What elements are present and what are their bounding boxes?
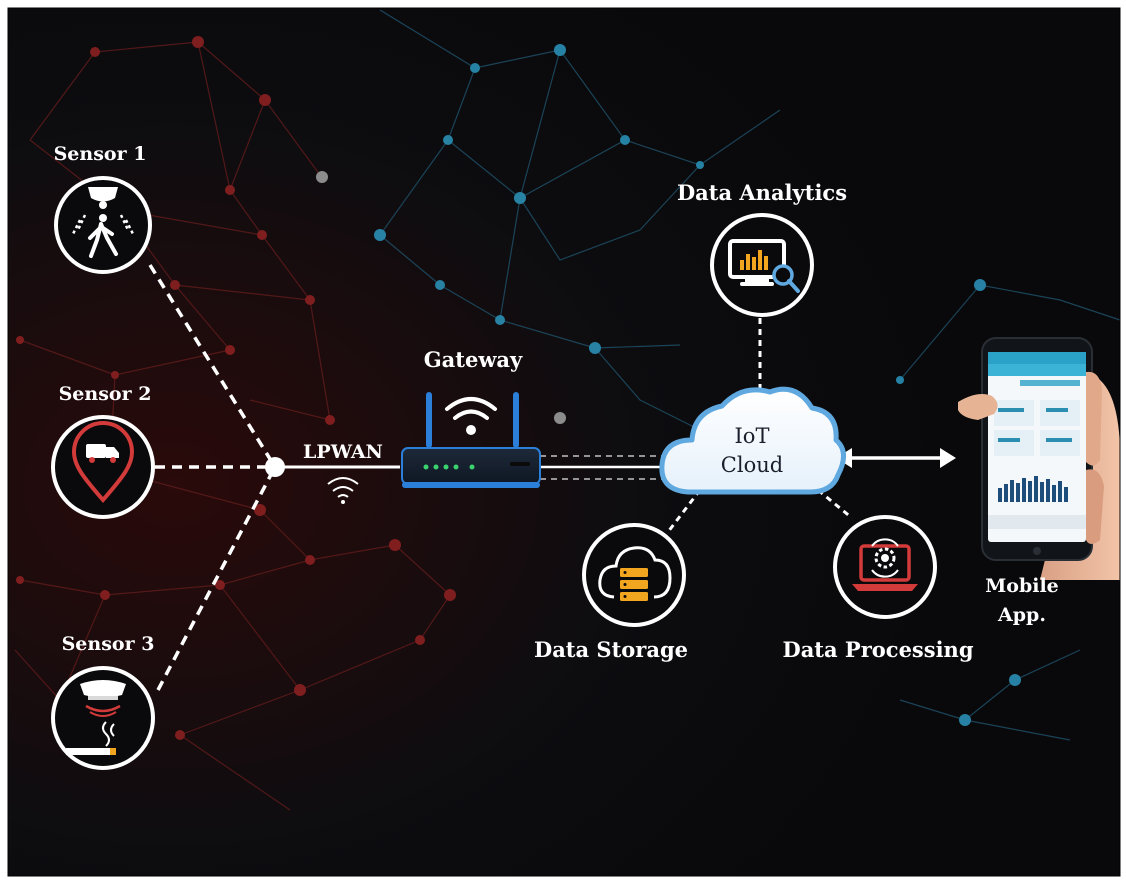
wifi-router-icon — [401, 392, 541, 488]
smartphone-in-hand-icon — [958, 337, 1121, 580]
background — [8, 8, 1120, 876]
wifi-signal-icon — [327, 477, 359, 504]
lpwan-hub — [265, 457, 285, 477]
iot-cloud: IoT Cloud — [659, 386, 846, 495]
smoke-detector-icon — [66, 680, 126, 755]
iot-cloud-label-line1: IoT — [735, 424, 770, 448]
data-processing-label: Data Processing — [782, 637, 973, 662]
mobile-app-label-line2: App. — [997, 604, 1046, 626]
mobile-app-label-line1: Mobile — [985, 575, 1059, 597]
sensor1-link — [148, 264, 277, 468]
mobile-app: Mobile App. — [958, 337, 1121, 626]
lpwan-label: LPWAN — [303, 441, 383, 463]
cloud-icon — [659, 386, 846, 495]
background-network — [14, 9, 1121, 811]
processing-link — [817, 488, 853, 520]
data-processing: Data Processing — [782, 515, 974, 662]
storage-link — [666, 489, 702, 533]
data-analytics: Data Analytics — [677, 180, 847, 317]
connections — [148, 264, 956, 691]
sensor3-circle — [51, 666, 155, 770]
gateway: Gateway — [401, 347, 541, 488]
data-storage: Data Storage — [534, 523, 688, 662]
arrow-right-head — [940, 448, 956, 468]
sensor3-label: Sensor 3 — [62, 633, 155, 655]
gear-laptop-icon — [852, 538, 918, 591]
data-analytics-label: Data Analytics — [677, 180, 847, 205]
analytics-monitor-icon — [728, 239, 800, 293]
sensor2-label: Sensor 2 — [59, 383, 152, 405]
gateway-label: Gateway — [424, 347, 523, 372]
sensor-3: Sensor 3 — [51, 633, 155, 770]
cloud-storage-icon — [598, 546, 672, 601]
sensor3-link — [156, 466, 277, 691]
sensor-2: Sensor 2 — [51, 383, 155, 519]
image-frame — [7, 7, 1121, 877]
sensor1-label: Sensor 1 — [54, 143, 147, 165]
lpwan: LPWAN — [303, 441, 383, 504]
sensor-1: Sensor 1 — [54, 143, 152, 274]
data-storage-label: Data Storage — [534, 637, 688, 662]
sensor2-circle — [51, 415, 155, 519]
delivery-truck-location-icon — [71, 421, 135, 504]
motion-sensor-icon — [70, 187, 136, 258]
iot-cloud-label-line2: Cloud — [721, 453, 783, 477]
